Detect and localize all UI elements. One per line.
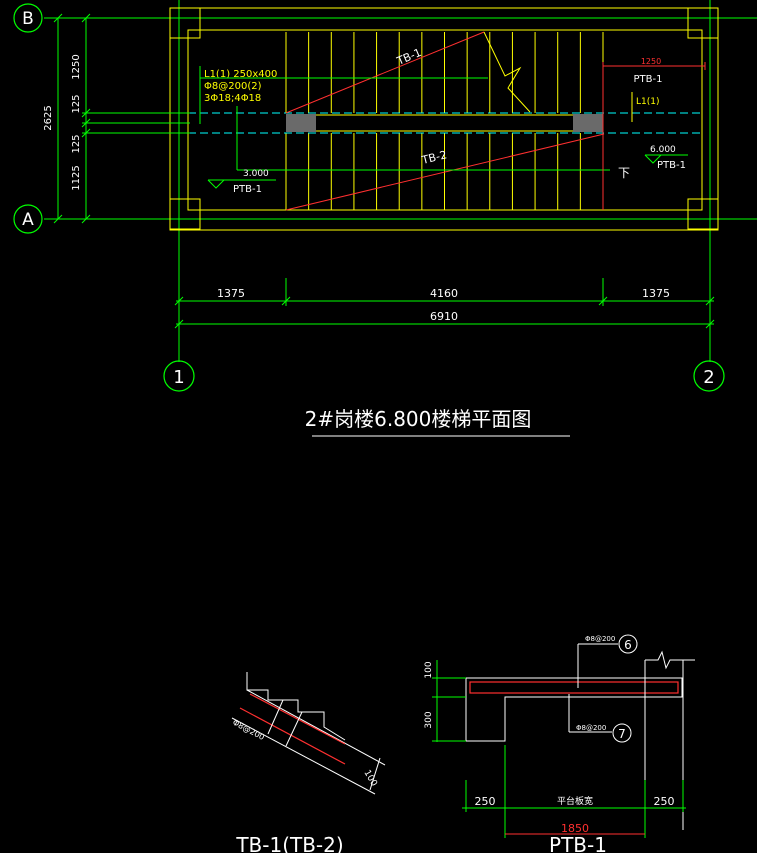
dim-bottom-total: 6910 [430, 310, 458, 323]
axis-label-b: B [22, 9, 34, 29]
axis-bubble-2 [693, 360, 725, 392]
ptb-rebar-top: Φ8@200 [585, 635, 615, 643]
beam-column-left [286, 114, 316, 132]
platform-right-elev: 6.000 [650, 145, 676, 155]
stair-flights [285, 32, 604, 210]
axis-label-a: A [22, 210, 34, 230]
plan-title: 2#岗楼6.800楼梯平面图 [305, 407, 532, 431]
tb-detail-title: TB-1(TB-2) [235, 833, 343, 853]
column [687, 7, 719, 39]
dims-left: 2625 1250 125 125 1125 [43, 13, 190, 224]
flight-label-down: TB-2 [420, 148, 449, 167]
platform-left-elev: 3.000 [243, 169, 269, 179]
ptb-dim-side: 300 [424, 711, 434, 728]
ptb-dim-left: 250 [475, 795, 496, 808]
grid-axes: B A 1 2 [13, 0, 757, 392]
ptb-detail-title: PTB-1 [549, 833, 607, 853]
column [687, 198, 719, 230]
beam-column-right [573, 114, 603, 132]
column [169, 198, 201, 230]
dim-bottom-mid: 4160 [430, 287, 458, 300]
dim-bottom-right: 1375 [642, 287, 670, 300]
left-platform: 3.000 PTB-1 [207, 169, 276, 195]
dim-left-3: 125 [71, 134, 82, 153]
ptb-dim-right: 250 [654, 795, 675, 808]
axis-label-2: 2 [703, 367, 714, 388]
beam-label: L1(1) 250x400 Φ8@200(2) 3Φ18;4Φ18 [199, 66, 610, 171]
axis-bubble-a [13, 204, 43, 234]
right-platform: 1250 PTB-1 L1(1) 6.000 PTB-1 下 [602, 57, 706, 210]
dims-bottom: 1375 4160 1375 6910 [174, 278, 715, 329]
tb-rebar-label: Φ8@200 [231, 718, 266, 742]
center-beam [188, 112, 702, 134]
dim-left-total: 2625 [43, 105, 54, 130]
platform-width-dim: 1250 [641, 57, 661, 66]
dim-bottom-left: 1375 [217, 287, 245, 300]
down-marker: 下 [618, 166, 630, 180]
dim-left-2: 125 [71, 94, 82, 113]
platform-left-name: PTB-1 [233, 184, 262, 195]
tb-detail: Φ8@200 100 TB-1(TB-2) [231, 672, 386, 853]
beam-label-line3: 3Φ18;4Φ18 [204, 93, 261, 104]
platform-right-elev-name: PTB-1 [657, 160, 686, 171]
ptb-mark-top: 6 [624, 638, 632, 652]
beam-label-line2: Φ8@200(2) [204, 81, 262, 92]
ptb-mark-bottom: 7 [618, 727, 626, 741]
plan-title-group: 2#岗楼6.800楼梯平面图 [305, 407, 570, 437]
platform-right-name: PTB-1 [634, 74, 663, 85]
ptb-dim-total: 1850 [561, 822, 589, 835]
ptb-rebar-bottom: Φ8@200 [576, 724, 606, 732]
ptb-dim-top: 100 [424, 661, 434, 678]
platform-right-beam: L1(1) [636, 97, 660, 107]
axis-bubble-1 [163, 360, 195, 392]
column [169, 7, 201, 39]
axis-bubble-b [13, 3, 43, 33]
beam-label-line1: L1(1) 250x400 [204, 69, 277, 80]
ptb-dim-mid: 平台板宽 [557, 795, 593, 807]
dim-left-1: 1250 [71, 54, 82, 79]
ptb-detail: Φ8@200 6 Φ8@200 7 100 300 250 平台板宽 250 1… [424, 634, 695, 853]
axis-label-1: 1 [173, 367, 184, 388]
dim-left-4: 1125 [71, 165, 82, 190]
flight-label-up: TB-1 [394, 46, 423, 68]
